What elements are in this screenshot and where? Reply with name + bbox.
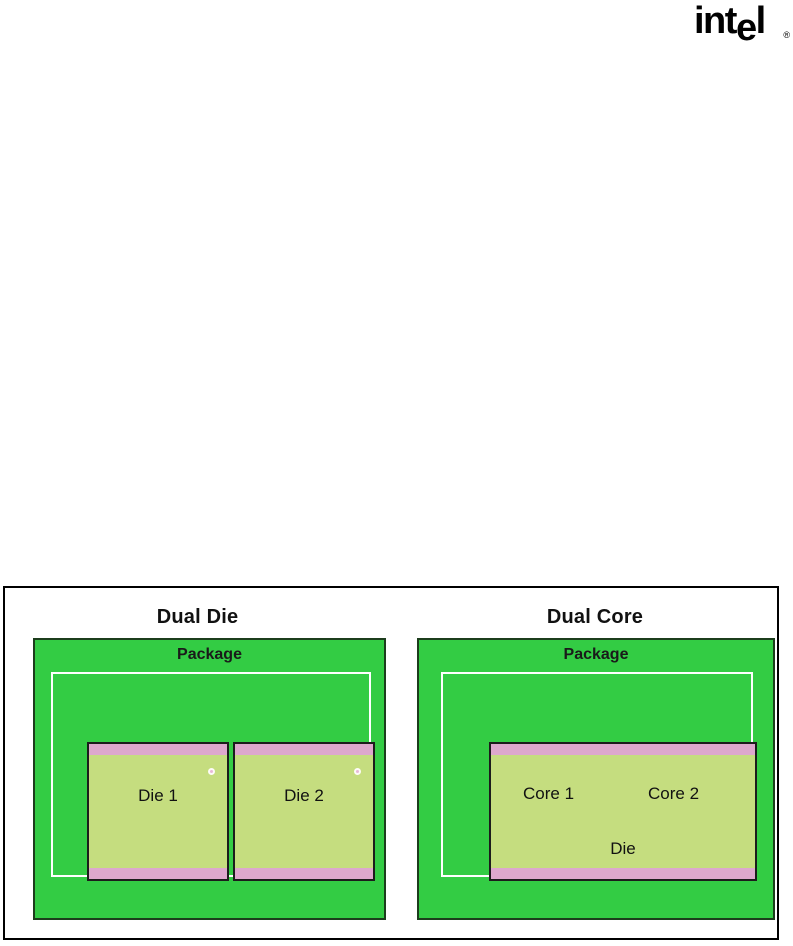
- intel-logo: intel ®: [694, 0, 790, 47]
- core-1-label: Core 1: [523, 784, 575, 803]
- die-block-2: Die 2: [233, 742, 375, 881]
- ihs-boundary-dual-die: IHS Die 1 Die 2: [51, 672, 375, 881]
- registered-trademark-icon: ®: [783, 30, 790, 40]
- pin-1-marker-icon: [208, 768, 215, 775]
- die-2-label: Die 2: [284, 786, 324, 805]
- package-dual-core: Package IHS Core 1 Core 2 Die: [417, 638, 775, 920]
- package-label-dual-core: Package: [563, 646, 629, 663]
- core-2-label: Core 2: [648, 784, 700, 803]
- figure-frame: Dual Die Package IHS Die 1 Die 2: [3, 586, 779, 940]
- package-dual-die: Package IHS Die 1 Die 2: [33, 638, 386, 920]
- die-single-top-band: [491, 744, 755, 755]
- panel-title-dual-core: Dual Core: [546, 606, 644, 628]
- ihs-boundary-dual-core: IHS Core 1 Core 2 Die: [441, 672, 757, 881]
- panel-dual-die: Dual Die Package IHS Die 1 Die 2: [5, 588, 390, 938]
- package-label-dual-die: Package: [177, 646, 242, 663]
- die-2-top-band: [235, 744, 373, 755]
- intel-wordmark: intel: [694, 0, 767, 47]
- die-1-top-band: [89, 744, 227, 755]
- intel-wordmark-dropped-e: e: [735, 7, 757, 49]
- die-1-bottom-band: [89, 868, 227, 879]
- panel-title-dual-die: Dual Die: [156, 606, 239, 628]
- die-2-bottom-band: [235, 868, 373, 879]
- panel-dual-core: Dual Core Package IHS Core 1 Core 2 Die: [411, 588, 779, 938]
- die-1-label: Die 1: [138, 786, 178, 805]
- die-single-label: Die: [610, 839, 636, 858]
- die-block-single: Core 1 Core 2 Die: [489, 742, 757, 881]
- pin-2-marker-icon: [354, 768, 361, 775]
- intel-wordmark-int: int: [694, 0, 737, 42]
- die-single-bottom-band: [491, 868, 755, 879]
- die-block-1: Die 1: [87, 742, 229, 881]
- intel-wordmark-l: l: [755, 0, 767, 42]
